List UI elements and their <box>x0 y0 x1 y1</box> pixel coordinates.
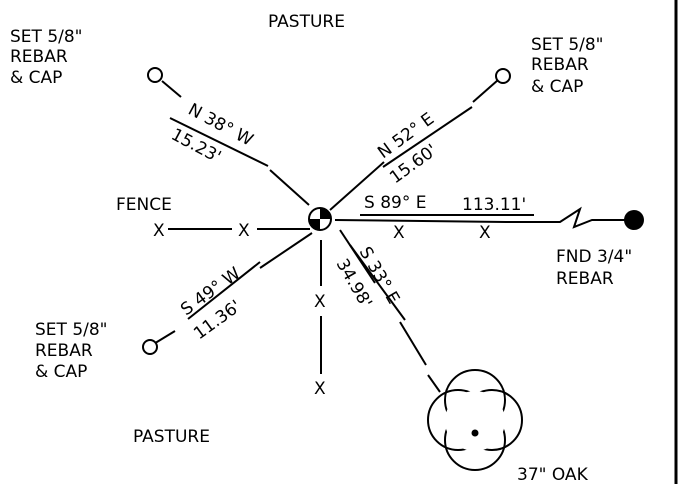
found-rebar-icon <box>624 210 644 230</box>
fence-markers: X X X X X X <box>153 221 491 399</box>
svg-text:& CAP: & CAP <box>531 77 583 97</box>
tie-line-nw-inner <box>269 169 310 206</box>
svg-text:REBAR: REBAR <box>10 47 68 67</box>
fence-label: FENCE <box>116 195 172 215</box>
oak-label: 37" OAK <box>517 465 589 484</box>
monument-sw-label: SET 5/8" REBAR & CAP <box>35 320 108 382</box>
tie-line-sw-inner <box>259 232 313 269</box>
pasture-label-top: PASTURE <box>268 12 345 32</box>
monument-ne-label: SET 5/8" REBAR & CAP <box>531 35 604 97</box>
bearing-underline-ne <box>382 106 473 168</box>
tie-line-ne-outer <box>472 79 499 103</box>
tie-line-nw-outer <box>161 80 182 98</box>
bearing-underline-se <box>349 244 406 321</box>
oak-tree-icon <box>427 369 523 471</box>
fence-marker-x: X <box>153 221 165 241</box>
svg-text:SET 5/8": SET 5/8" <box>10 27 83 47</box>
distance-east: 113.11' <box>462 195 526 215</box>
monument-nw-label: SET 5/8" REBAR & CAP <box>10 27 83 88</box>
tie-line-se-mid <box>399 321 427 366</box>
monument-east-label: FND 3/4" REBAR <box>556 247 632 289</box>
bearing-underline-nw <box>169 117 269 167</box>
pasture-label-bottom: PASTURE <box>133 427 210 447</box>
fence-marker-x: X <box>393 223 405 243</box>
svg-text:REBAR: REBAR <box>531 55 589 75</box>
bearing-underline-sw <box>187 261 261 320</box>
rebar-cap-sw-icon <box>142 339 158 355</box>
tie-line-east <box>334 219 507 223</box>
fence-marker-x: X <box>314 379 326 399</box>
fence-marker-x: X <box>238 221 250 241</box>
rebar-cap-nw-icon <box>147 67 163 83</box>
fence-marker-x: X <box>314 292 326 312</box>
svg-text:& CAP: & CAP <box>10 68 62 88</box>
tie-line-se-outer <box>427 374 441 393</box>
bearing-east: S 89° E <box>364 193 426 213</box>
svg-text:FND 3/4": FND 3/4" <box>556 247 632 267</box>
svg-text:REBAR: REBAR <box>556 269 614 289</box>
corner-monument-icon <box>308 207 332 231</box>
break-line-east <box>506 206 627 229</box>
tie-line-ne-inner <box>329 161 385 211</box>
svg-text:REBAR: REBAR <box>35 341 93 361</box>
fence-marker-x: X <box>479 223 491 243</box>
svg-text:SET 5/8": SET 5/8" <box>35 320 108 340</box>
svg-text:SET 5/8": SET 5/8" <box>531 35 604 55</box>
rebar-cap-ne-icon <box>495 68 511 84</box>
svg-text:& CAP: & CAP <box>35 362 87 382</box>
